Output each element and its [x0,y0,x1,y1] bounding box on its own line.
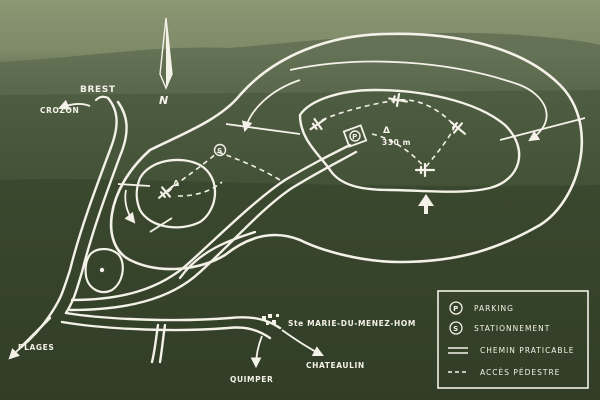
svg-text:S: S [453,325,459,333]
view-line-east [499,117,586,141]
legend-item-road: CHEMIN PRATICABLE [448,346,575,355]
parking-icon: P [342,124,368,148]
label-village: Ste MARIE-DU-MENEZ-HOM [288,319,416,328]
label-quimper: QUIMPER [230,375,273,384]
plane-icon-n [388,92,408,108]
stationnement-icon: S [213,143,227,157]
foreground-heath [0,178,600,400]
viewpoint-arrow [418,194,434,214]
svg-text:S: S [217,147,223,155]
outer-loop [109,32,584,271]
plane-icon-nw [309,117,327,131]
arrow-brest [57,99,91,110]
road-plages [20,316,52,348]
plane-icon-s [414,162,436,178]
label-crozon: CROZON [40,106,79,115]
village-icon [262,314,279,325]
view-line-s [149,217,173,233]
svg-text:CHEMIN PRATICABLE: CHEMIN PRATICABLE [480,346,575,355]
road-link [178,230,257,280]
label-chateaulin: CHATEAULIN [306,361,365,370]
plane-icon-e [450,121,466,135]
arrow-quimper [250,335,263,369]
summit-altitude: 330 m [382,138,411,147]
road-village-2 [60,320,272,340]
southwest-loop [84,248,124,294]
arrow-north-arc [289,60,548,142]
road-south [150,323,160,364]
southwest-dot [99,267,105,273]
west-summit-marker: Δ [173,179,180,188]
plane-icon-w [158,185,174,199]
north-arrow-icon [159,17,173,90]
road-crozon-parallel [64,100,128,315]
legend: P PARKING S STATIONNEMENT CHEMIN PRATICA… [437,290,589,389]
footpath-summit-south [371,133,426,169]
footpath-summit-east [424,125,456,169]
label-plages: PLAGES [18,343,54,352]
svg-text:P: P [352,133,358,141]
svg-text:ACCÈS PÉDESTRE: ACCÈS PÉDESTRE [480,368,560,377]
road-south-2 [158,323,167,364]
distant-hills [0,32,600,95]
west-loop [135,158,217,229]
arrow-west-arc [241,79,301,133]
arrow-loop-left [124,189,136,224]
legend-item-stationnement: S STATIONNEMENT [449,321,550,335]
road-village [64,311,282,330]
svg-text:STATIONNEMENT: STATIONNEMENT [474,324,550,333]
road-brest [94,95,110,102]
summit-marker: Δ [383,126,391,136]
footpath-summit-north [321,99,456,127]
north-label: N [159,94,169,107]
arrow-plages [8,345,23,360]
arrow-chateaulin [281,329,324,356]
legend-item-parking: P PARKING [449,301,514,315]
svg-text:P: P [453,305,459,313]
footpath-west-3 [177,181,223,197]
summit-loop [298,88,521,193]
road-summit-1 [70,143,352,302]
label-brest: BREST [80,85,116,95]
view-line-sw [117,183,151,187]
footpath-west [167,151,219,193]
svg-text:PARKING: PARKING [474,304,514,313]
view-line-west [225,123,301,135]
legend-item-footpath: ACCÈS PÉDESTRE [448,368,560,377]
